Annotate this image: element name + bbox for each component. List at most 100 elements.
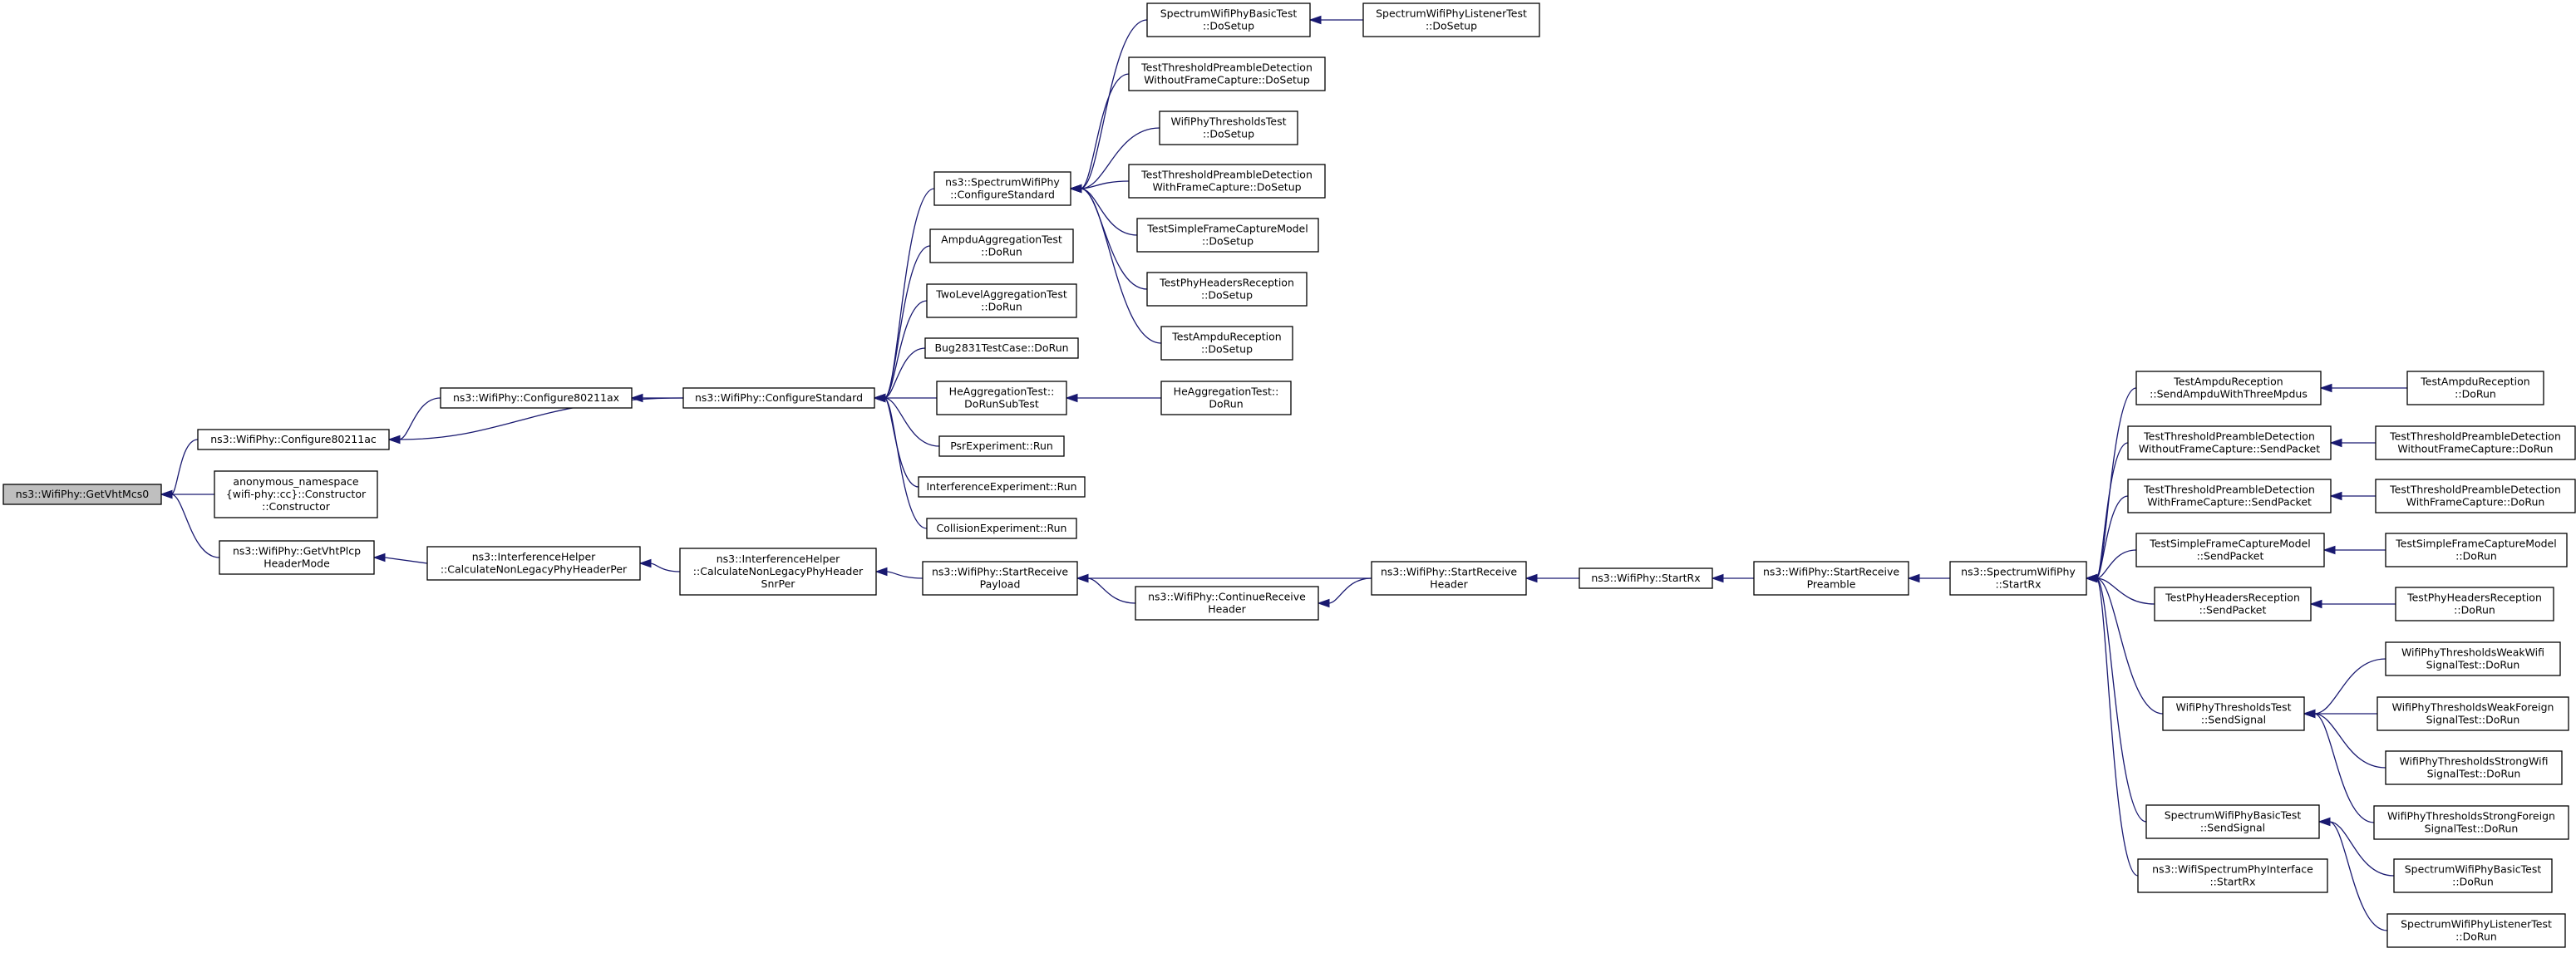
node-tphr-run[interactable]: TestPhyHeadersReception::DoRun	[2395, 587, 2554, 621]
node-label: ::DoRun	[2455, 388, 2496, 400]
node-spec-cfgstd[interactable]: ns3::SpectrumWifiPhy::ConfigureStandard	[933, 171, 1071, 206]
node-startrx[interactable]: ns3::WifiPhy::StartRx	[1579, 567, 1713, 589]
node-label: ::DoSetup	[1426, 20, 1477, 32]
node-label: TestThresholdPreambleDetection	[2389, 430, 2561, 443]
arrowhead-icon	[372, 553, 386, 562]
node-label: ::CalculateNonLegacyPhyHeader	[693, 565, 864, 577]
node-box	[214, 470, 378, 518]
arrowhead-icon	[2309, 599, 2322, 609]
node-label: ns3::WifiPhy::Configure80211ax	[453, 391, 619, 404]
node-label: ::DoRun	[2455, 550, 2497, 562]
arrowhead-icon	[1069, 184, 1082, 194]
node-ttpd-wo-send[interactable]: TestThresholdPreambleDetectionWithoutFra…	[2127, 425, 2332, 460]
node-label: ::DoRun	[2452, 876, 2494, 888]
node-spec-startrx[interactable]: ns3::SpectrumWifiPhy::StartRx	[1949, 561, 2087, 596]
node-tphr-setup[interactable]: TestPhyHeadersReception::DoSetup	[1146, 272, 1308, 307]
node-label: AmpduAggregationTest	[941, 233, 1062, 246]
node-label: ns3::WifiPhy::ContinueReceive	[1148, 591, 1306, 603]
node-box	[1371, 561, 1527, 596]
node-sw-listener-run[interactable]: SpectrumWifiPhyListenerTest::DoRun	[2386, 913, 2566, 948]
node-box	[1146, 2, 1311, 37]
node-tsfcm-setup[interactable]: TestSimpleFrameCaptureModel::DoSetup	[1136, 218, 1319, 253]
node-box	[1362, 2, 1540, 37]
node-label: SignalTest::DoRun	[2426, 714, 2520, 726]
node-label: Header	[1430, 578, 1468, 591]
node-wpt-send[interactable]: WifiPhyThresholdsTest::SendSignal	[2162, 696, 2305, 731]
node-label: Preamble	[1807, 578, 1856, 591]
node-cfg80211ax[interactable]: ns3::WifiPhy::Configure80211ax	[440, 387, 633, 409]
node-cfg80211ac[interactable]: ns3::WifiPhy::Configure80211ac	[197, 429, 390, 450]
arrowhead-icon	[2319, 383, 2332, 393]
node-interf[interactable]: InterferenceExperiment::Run	[918, 476, 1086, 498]
node-sw-basic-run[interactable]: SpectrumWifiPhyBasicTest::DoRun	[2393, 858, 2553, 893]
node-label: TestAmpduReception	[2420, 376, 2529, 388]
node-label: WifiPhyThresholdsWeakWifi	[2401, 646, 2544, 659]
edge-wpt-strongforeign-to-wpt-send	[2313, 713, 2375, 823]
node-heagg-sub[interactable]: HeAggregationTest::DoRunSubTest	[936, 381, 1067, 415]
node-wpt-setup[interactable]: WifiPhyThresholdsTest::DoSetup	[1159, 111, 1298, 145]
node-sw-basic-send[interactable]: SpectrumWifiPhyBasicTest::SendSignal	[2145, 804, 2320, 839]
node-label: SpectrumWifiPhyListenerTest	[1376, 7, 1527, 20]
node-box	[2154, 587, 2312, 621]
node-box	[2386, 913, 2566, 948]
edge-cfg80211ac-to-root	[170, 439, 199, 495]
node-label: SpectrumWifiPhyBasicTest	[2405, 863, 2542, 876]
node-label: ns3::SpectrumWifiPhy	[1961, 566, 2076, 578]
node-sw-basic-setup[interactable]: SpectrumWifiPhyBasicTest::DoSetup	[1146, 2, 1311, 37]
node-box	[936, 381, 1067, 415]
node-ampdu-agg[interactable]: AmpduAggregationTest::DoRun	[929, 228, 1074, 263]
node-label: TwoLevelAggregationTest	[935, 288, 1067, 301]
node-box	[2375, 425, 2576, 460]
node-ttpd-wo-setup[interactable]: TestThresholdPreambleDetectionWithoutFra…	[1128, 56, 1326, 91]
node-label: ::Constructor	[262, 500, 331, 513]
node-box	[2162, 696, 2305, 731]
node-ttpd-wo-run[interactable]: TestThresholdPreambleDetectionWithoutFra…	[2375, 425, 2576, 460]
edge-sw-basic-setup-to-spec-cfgstd	[1080, 19, 1148, 189]
edge-sw-basic-run-to-sw-basic-send	[2328, 821, 2395, 877]
node-ttpd-w-setup[interactable]: TestThresholdPreambleDetectionWithFrameC…	[1128, 164, 1326, 199]
node-label: ::DoSetup	[1201, 289, 1253, 302]
node-label: ns3::WifiPhy::StartRx	[1591, 572, 1700, 584]
node-box	[2135, 533, 2325, 567]
node-wpt-strongforeign[interactable]: WifiPhyThresholdsStrongForeignSignalTest…	[2373, 805, 2569, 840]
edge-bug2831-to-cfgstd	[884, 347, 926, 399]
arrowhead-icon	[1524, 573, 1538, 583]
node-twolevel[interactable]: TwoLevelAggregationTest::DoRun	[926, 283, 1077, 318]
node-collision[interactable]: CollisionExperiment::Run	[926, 518, 1077, 539]
node-root[interactable]: ns3::WifiPhy::GetVhtMcs0	[2, 484, 162, 505]
node-cfgstd[interactable]: ns3::WifiPhy::ConfigureStandard	[682, 387, 875, 409]
node-label: ::DoSetup	[1203, 20, 1254, 32]
node-ttpd-w-run[interactable]: TestThresholdPreambleDetectionWithFrameC…	[2375, 479, 2576, 513]
node-tsfcm-send[interactable]: TestSimpleFrameCaptureModel::SendPacket	[2135, 533, 2325, 567]
node-ih-calcsnr[interactable]: ns3::InterferenceHelper::CalculateNonLeg…	[679, 548, 877, 596]
node-tar-setup[interactable]: TestAmpduReception::DoSetup	[1160, 326, 1293, 361]
node-label: ::CalculateNonLegacyPhyHeaderPer	[441, 563, 628, 576]
node-ih-calc[interactable]: ns3::InterferenceHelper::CalculateNonLeg…	[426, 546, 641, 581]
node-label: DoRun	[1209, 398, 1243, 410]
node-bug2831[interactable]: Bug2831TestCase::DoRun	[924, 337, 1079, 359]
node-tar-run[interactable]: TestAmpduReception::DoRun	[2406, 371, 2544, 405]
node-heagg-run[interactable]: HeAggregationTest::DoRun	[1160, 381, 1292, 415]
node-anon-ctor[interactable]: anonymous_namespace{wifi-phy::cc}::Const…	[214, 470, 378, 518]
node-label: ns3::WifiPhy::StartReceive	[1381, 566, 1517, 578]
node-box	[1949, 561, 2087, 596]
node-sw-listener-setup[interactable]: SpectrumWifiPhyListenerTest::DoSetup	[1362, 2, 1540, 37]
node-wpt-weakwifi[interactable]: WifiPhyThresholdsWeakWifiSignalTest::DoR…	[2385, 641, 2561, 676]
node-label: ::DoSetup	[1203, 128, 1254, 140]
node-wspi-startrx[interactable]: ns3::WifiSpectrumPhyInterface::StartRx	[2137, 858, 2328, 893]
arrowhead-icon	[1308, 15, 1322, 25]
node-tphr-send[interactable]: TestPhyHeadersReception::SendPacket	[2154, 587, 2312, 621]
edge-getvhtplcp-to-root	[170, 494, 220, 558]
node-wpt-strongwifi[interactable]: WifiPhyThresholdsStrongWifiSignalTest::D…	[2385, 750, 2563, 785]
node-wpt-weakforeign[interactable]: WifiPhyThresholdsWeakForeignSignalTest::…	[2377, 696, 2569, 731]
node-tar-send[interactable]: TestAmpduReception::SendAmpduWithThreeMp…	[2135, 371, 2322, 405]
node-tsfcm-run[interactable]: TestSimpleFrameCaptureModel::DoRun	[2385, 533, 2568, 567]
node-psr[interactable]: PsrExperiment::Run	[938, 435, 1065, 457]
node-ttpd-w-send[interactable]: TestThresholdPreambleDetectionWithFrameC…	[2127, 479, 2332, 513]
